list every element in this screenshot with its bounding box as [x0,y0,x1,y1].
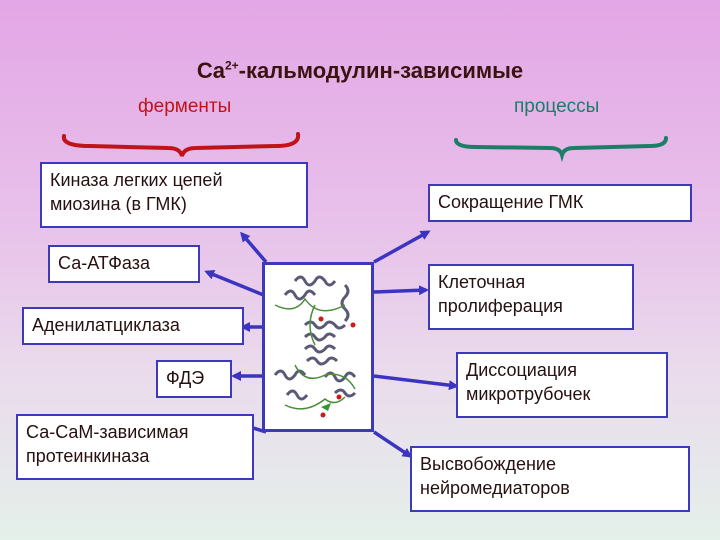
processes-heading: процессы [514,96,600,117]
enzyme-adenylate-cyclase: Аденилатциклаза [22,307,244,345]
enzyme-ca-atpase: Са-АТФаза [48,245,200,283]
enzyme-pde: ФДЭ [156,360,232,398]
calmodulin-structure-image [262,262,374,432]
right-brace [454,136,668,163]
process-neurotransmitter-release: Высвобождение нейромедиаторов [410,446,690,512]
enzyme-mlck: Киназа легких цепей миозина (в ГМК) [40,162,308,228]
arrow-to-process-4 [373,430,413,458]
process-microtubule-dissociation: Диссоциация микротрубочек [456,352,668,418]
arrow-to-enzyme-2 [204,270,267,298]
process-cell-proliferation: Клеточная пролиферация [428,264,634,330]
enzyme-ca-cam-kinase: Са-СаМ-зависимая протеинкиназа [16,414,254,480]
arrow-to-process-3 [373,374,459,391]
enzymes-heading: ферменты [138,96,232,117]
process-smc-contraction: Сокращение ГМК [428,184,692,222]
page-title: Ca2+-кальмодулин-зависимые [196,58,524,83]
arrow-to-enzyme-1 [240,231,268,264]
calmodulin-ribbon-icon [273,275,357,418]
arrow-to-process-2 [373,285,429,296]
left-brace [61,132,301,157]
arrow-to-process-1 [373,230,431,264]
